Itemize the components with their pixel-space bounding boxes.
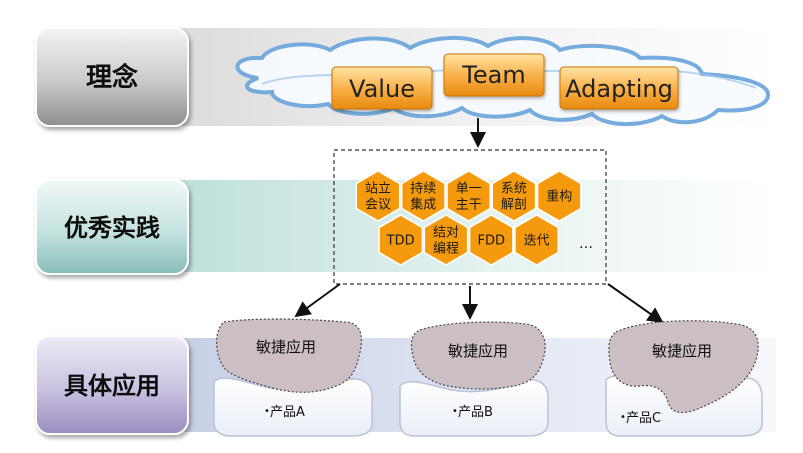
row-label-text: 具体应用: [64, 372, 160, 400]
value-box-value: Value: [331, 66, 433, 110]
bullet: •: [264, 406, 270, 417]
hexagon-shape: [400, 170, 446, 222]
agile-app-label: 敏捷应用: [448, 342, 508, 360]
hexagon-shape: [378, 214, 424, 266]
value-box-adapting: Adapting: [559, 66, 679, 110]
value-text: Value: [349, 75, 415, 103]
hexagon-shape: [514, 214, 559, 266]
practice-label: 主干: [456, 198, 482, 213]
hexagon-shape: [446, 170, 492, 222]
practice-label: 会议: [365, 198, 391, 213]
hexagon-shape: [536, 170, 582, 222]
more-ellipsis: …: [579, 236, 593, 252]
hexagon-shape: [423, 214, 469, 266]
arrow-to-app-c: [607, 283, 664, 324]
value-text: Team: [461, 61, 525, 89]
practice-label: TDD: [386, 234, 415, 249]
agile-app-label: 敏捷应用: [652, 342, 712, 360]
practice-label: 重构: [546, 189, 572, 205]
practice-label: 结对: [433, 226, 459, 241]
practice-label: 系统: [501, 182, 527, 197]
application-b: 敏捷应用 • 产品B: [399, 321, 549, 437]
practice-label: 站立: [365, 182, 391, 197]
product-label: 产品A: [270, 405, 305, 420]
hexagon-shape: [468, 214, 514, 266]
practices-box: [333, 149, 607, 285]
agile-app-label: 敏捷应用: [256, 338, 316, 356]
practice-label: 编程: [433, 242, 459, 257]
practice-hexagon: TDD: [378, 214, 424, 266]
row-label-application: 具体应用: [35, 335, 189, 435]
product-label: 产品B: [458, 405, 493, 420]
row-label-practices: 优秀实践: [35, 179, 189, 275]
bullet: •: [452, 406, 458, 417]
practice-hexagon: 迭代: [514, 214, 559, 266]
product-label: 产品C: [626, 411, 661, 426]
hexagon-shape: [491, 170, 537, 222]
row-label-text: 优秀实践: [64, 214, 160, 242]
value-text: Adapting: [565, 75, 673, 103]
hexagon-shape: [355, 170, 401, 222]
practice-hexagon: FDD: [468, 214, 514, 266]
row-label-philosophy: 理念: [35, 27, 189, 127]
practice-label: 迭代: [524, 234, 550, 249]
arrow-to-app-a: [294, 283, 341, 318]
application-c: 敏捷应用 • 产品C: [605, 320, 763, 437]
row-label-text: 理念: [86, 62, 138, 93]
practice-hexagon: 重构: [536, 170, 582, 222]
value-box-team: Team: [443, 53, 545, 97]
practice-label: 持续: [410, 182, 436, 197]
practice-label: FDD: [478, 234, 506, 249]
practice-label: 解剖: [501, 198, 527, 213]
bullet: •: [620, 412, 626, 423]
application-a: 敏捷应用 • 产品A: [213, 318, 373, 437]
practice-label: 单一: [456, 182, 482, 197]
practice-label: 集成: [410, 197, 436, 213]
